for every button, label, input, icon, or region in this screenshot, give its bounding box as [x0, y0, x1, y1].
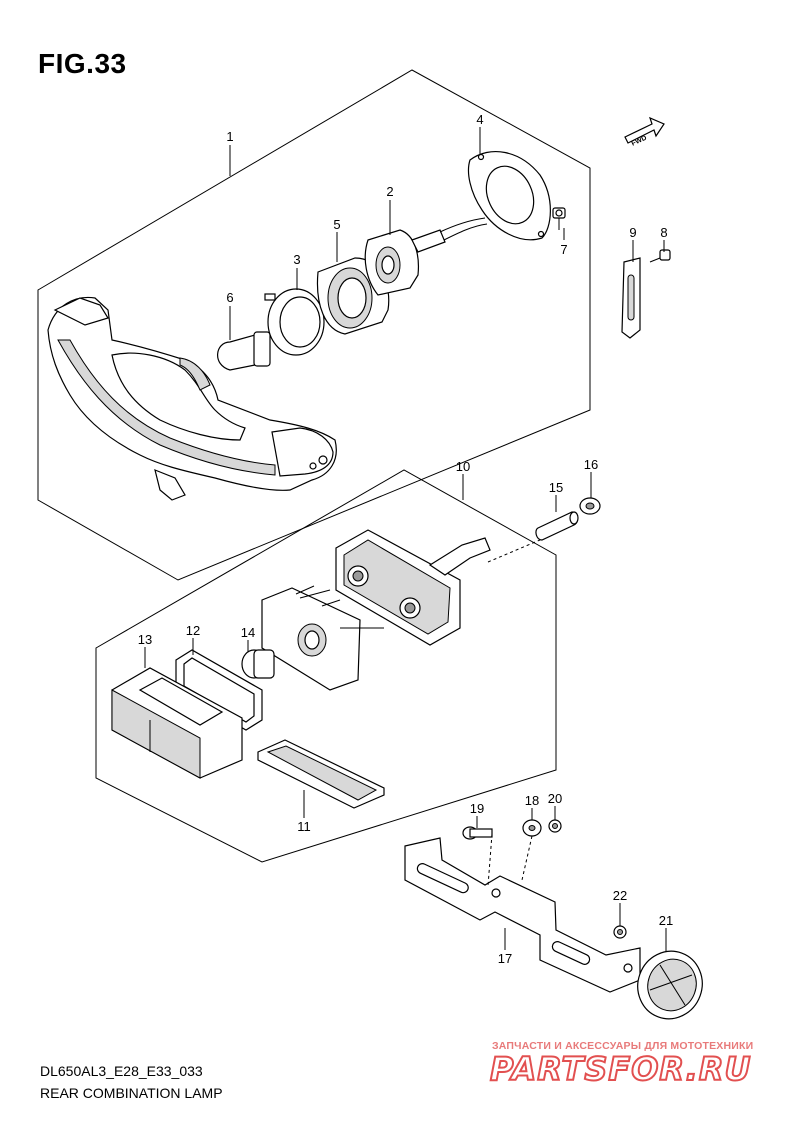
callout-13: 13 [138, 632, 152, 647]
callout-7: 7 [560, 242, 567, 257]
callout-5: 5 [333, 217, 340, 232]
figure-title: FIG.33 [38, 48, 127, 79]
gasket-4 [467, 151, 551, 241]
bulb-6 [217, 331, 271, 371]
callout-8: 8 [660, 225, 667, 240]
reflector-21 [637, 950, 703, 1020]
callout-18: 18 [525, 793, 539, 808]
callout-14: 14 [241, 625, 255, 640]
license-lamp-base [261, 585, 384, 691]
tail-lamp-assembly-frame [37, 69, 591, 581]
nut-20 [548, 819, 562, 833]
callout-22: 22 [613, 888, 627, 903]
callout-9: 9 [629, 225, 636, 240]
callout-3: 3 [293, 252, 300, 267]
lens-13 [111, 667, 243, 779]
bracket-17 [404, 837, 641, 993]
watermark-tagline: ЗАПЧАСТИ И АКСЕССУАРЫ ДЛЯ МОТОТЕХНИКИ [492, 1040, 754, 1052]
callout-10: 10 [456, 459, 470, 474]
nut-16 [579, 497, 601, 515]
screw-7 [552, 207, 566, 230]
leader-lines [144, 127, 667, 952]
fwd-arrow-icon: FWD [624, 116, 665, 148]
license-lamp-case-10 [335, 529, 491, 646]
ring-3 [264, 288, 325, 356]
callout-17: 17 [498, 951, 512, 966]
washer-18 [522, 819, 542, 837]
collar-15 [535, 511, 579, 541]
socket-2 [364, 217, 488, 296]
bolt-19 [462, 826, 493, 840]
callout-12: 12 [186, 623, 200, 638]
screw-8 [649, 249, 671, 263]
license-lamp-assembly-frame [95, 469, 557, 863]
callout-15: 15 [549, 480, 563, 495]
callout-19: 19 [470, 801, 484, 816]
callout-2: 2 [386, 184, 393, 199]
callout-20: 20 [548, 791, 562, 806]
callout-16: 16 [584, 457, 598, 472]
strap-9 [621, 257, 641, 339]
callout-11: 11 [297, 819, 311, 834]
callout-21: 21 [659, 913, 673, 928]
cover-11 [257, 739, 385, 809]
watermark-brand: PARTSFOR.RU [489, 1049, 752, 1089]
callout-4: 4 [476, 112, 483, 127]
callout-labels: 1 2 3 4 5 6 7 8 9 10 11 12 13 14 15 16 1… [138, 112, 673, 966]
nut-22 [613, 925, 627, 939]
model-code: DL650AL3_E28_E33_033 [40, 1063, 203, 1079]
callout-1: 1 [226, 129, 233, 144]
bulb-14 [241, 649, 275, 679]
figure-name: REAR COMBINATION LAMP [40, 1085, 223, 1101]
callout-6: 6 [226, 290, 233, 305]
tail-lamp-housing [47, 296, 337, 501]
